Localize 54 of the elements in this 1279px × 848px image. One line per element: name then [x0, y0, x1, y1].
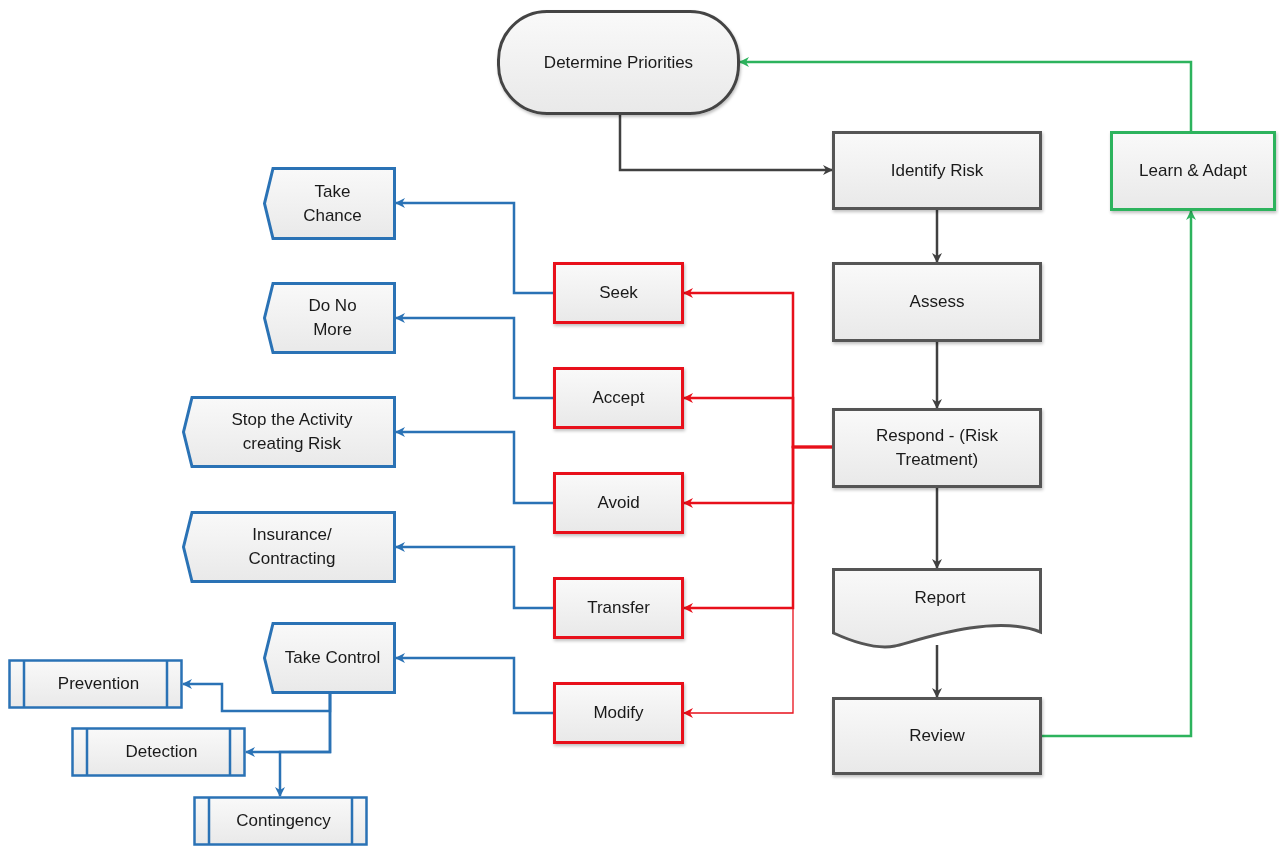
arrow	[618, 115, 833, 175]
arrow	[275, 694, 332, 797]
subprocess-box	[8, 659, 183, 709]
node-label: Take Chance	[302, 180, 363, 227]
node-label: Take Control	[284, 647, 381, 670]
node-label: Learn & Adapt	[1139, 160, 1247, 183]
process-box	[832, 131, 1042, 210]
node-label: Report	[914, 587, 966, 610]
arrow	[1042, 210, 1196, 738]
node-label: Insurance/ Contracting	[247, 524, 337, 570]
arrow	[395, 198, 553, 295]
node-label: Do No More	[307, 295, 358, 341]
node-label: Contingency	[236, 810, 331, 833]
node-label: Assess	[909, 291, 965, 314]
node-label: Stop the Activity creating Risk	[230, 409, 354, 455]
node-label: Avoid	[597, 492, 640, 515]
arrow	[395, 313, 553, 400]
display-shape	[263, 622, 396, 694]
arrow	[182, 679, 332, 713]
node-label: Review	[909, 725, 965, 748]
node-label: Prevention	[57, 673, 140, 696]
node-label: Modify	[593, 702, 644, 725]
node-label: Seek	[599, 282, 638, 305]
process-box	[1110, 131, 1276, 211]
display-shape	[182, 396, 396, 468]
arrow	[395, 653, 553, 715]
arrow	[395, 427, 553, 505]
arrow	[932, 342, 942, 409]
process-box	[832, 408, 1042, 488]
subprocess-box	[71, 727, 246, 777]
process-box	[553, 682, 684, 744]
subprocess-box	[193, 796, 368, 846]
node-label: Detection	[125, 741, 198, 764]
node-label: Determine Priorities	[543, 51, 694, 74]
arrow	[395, 542, 553, 610]
process-box	[553, 577, 684, 639]
node-label: Identify Risk	[890, 159, 984, 182]
node-label: Accept	[592, 387, 645, 410]
arrow	[932, 210, 942, 263]
process-box	[832, 262, 1042, 342]
process-box	[832, 697, 1042, 775]
display-shape	[263, 282, 396, 354]
terminal-shape	[497, 10, 740, 115]
arrow	[932, 645, 942, 698]
display-shape	[263, 167, 396, 240]
arrow	[932, 488, 942, 569]
process-box	[553, 262, 684, 324]
node-label: Transfer	[587, 597, 650, 620]
arrow	[739, 57, 1193, 131]
display-shape	[182, 511, 396, 583]
process-box	[553, 367, 684, 429]
document-shape	[832, 568, 1042, 650]
process-box	[553, 472, 684, 534]
node-label: Respond - (Risk Treatment)	[875, 425, 999, 471]
